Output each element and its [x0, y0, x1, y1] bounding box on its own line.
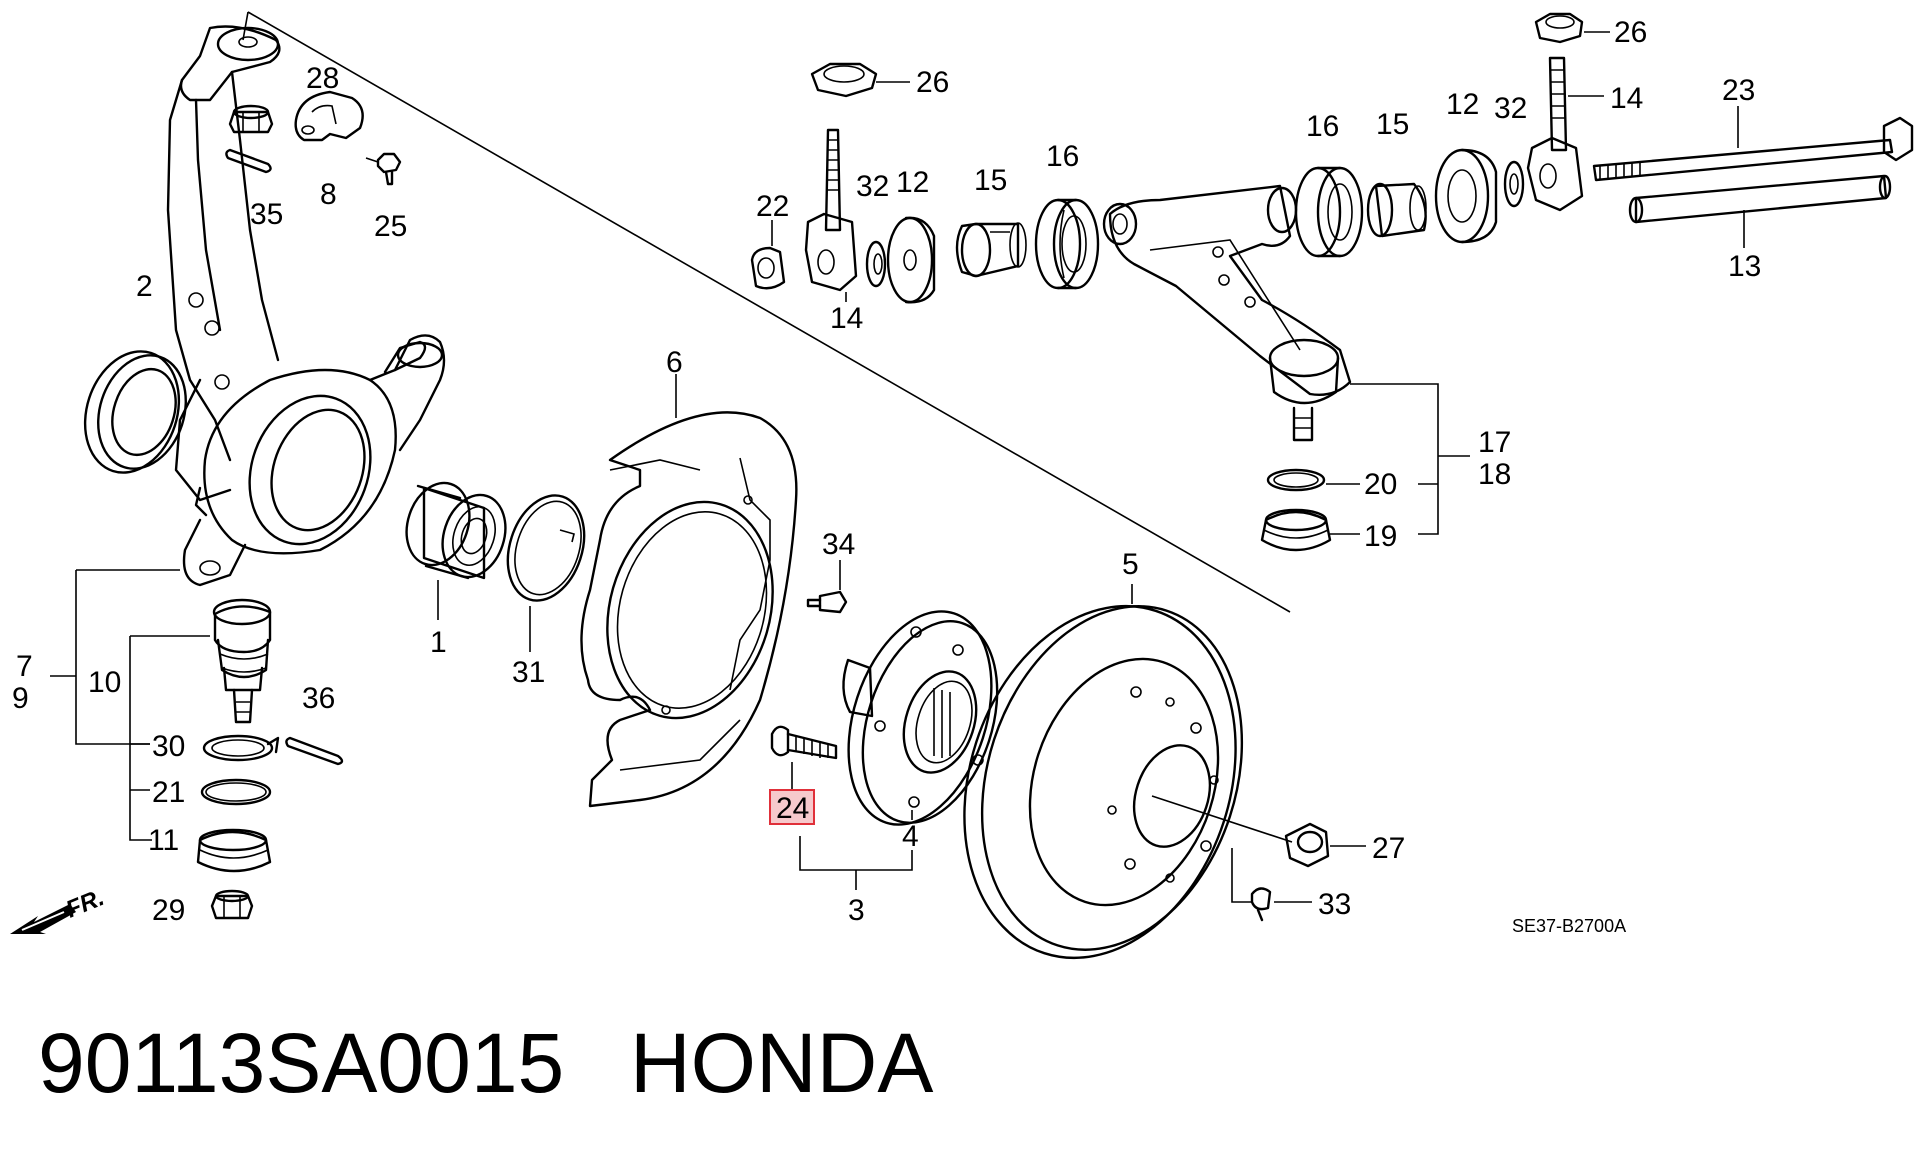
- callout-16b[interactable]: 16: [1306, 110, 1339, 143]
- cotter-pin-35: [225, 148, 272, 174]
- callout-10[interactable]: 10: [88, 666, 121, 699]
- callout-labels: 1 2 3 4 5 6 7 8 9 10 11 12 12 13 14 14 1…: [12, 16, 1761, 927]
- callout-17[interactable]: 17: [1478, 426, 1511, 459]
- callout-6[interactable]: 6: [666, 346, 683, 379]
- callout-14b[interactable]: 14: [1610, 82, 1643, 115]
- callout-11[interactable]: 11: [148, 824, 179, 857]
- snap-ring-21: [200, 778, 272, 806]
- nut-26-right: [1534, 12, 1610, 44]
- bolt-23: [1592, 106, 1914, 182]
- bushing-12-mid: [886, 216, 936, 304]
- callout-28[interactable]: 28: [306, 62, 339, 95]
- callout-26b[interactable]: 26: [1614, 16, 1647, 49]
- callout-15a[interactable]: 15: [974, 164, 1007, 197]
- wheel-nut-27: [1284, 822, 1366, 868]
- callout-25[interactable]: 25: [374, 210, 407, 243]
- callout-20[interactable]: 20: [1364, 468, 1397, 501]
- cotter-pin-36: [285, 736, 344, 766]
- leader-27-line: [1151, 795, 1293, 843]
- callout-34[interactable]: 34: [822, 528, 855, 561]
- callout-29[interactable]: 29: [152, 894, 185, 927]
- front-arrow-icon: [10, 904, 76, 934]
- screw-33: [1231, 848, 1312, 922]
- assembly-guide-line: [242, 11, 1291, 613]
- part-number-title: 90113SA0015: [38, 1016, 564, 1110]
- stud-bolt-14-right: [1526, 56, 1604, 212]
- leader-7-9: [50, 569, 180, 745]
- callout-3[interactable]: 3: [848, 894, 865, 927]
- callout-16a[interactable]: 16: [1046, 140, 1079, 173]
- callout-27[interactable]: 27: [1372, 832, 1405, 865]
- dust-seal: [83, 350, 187, 474]
- callout-33[interactable]: 33: [1318, 888, 1351, 921]
- callout-22[interactable]: 22: [756, 190, 789, 223]
- callout-19[interactable]: 19: [1364, 520, 1397, 553]
- nut-22: [750, 220, 786, 290]
- leader-10: [129, 635, 210, 841]
- castle-nut-28: [228, 104, 274, 134]
- callout-4[interactable]: 4: [902, 820, 919, 853]
- callout-36[interactable]: 36: [302, 682, 335, 715]
- washer-32-right: [1503, 160, 1525, 208]
- leader-17-18: [1350, 383, 1470, 535]
- callout-9[interactable]: 9: [12, 682, 29, 715]
- bushing-15-right: [1366, 182, 1427, 238]
- bushing-12-right: [1434, 148, 1498, 244]
- callout-23[interactable]: 23: [1722, 74, 1755, 107]
- lower-ball-joint: [212, 598, 272, 724]
- callout-13[interactable]: 13: [1728, 250, 1761, 283]
- bushing-16-mid: [1034, 198, 1100, 290]
- callout-8[interactable]: 8: [320, 178, 337, 211]
- highlight-box: [769, 789, 815, 825]
- brake-disc: [963, 584, 1293, 960]
- collar-13: [1628, 174, 1892, 248]
- snap-ring-31: [506, 494, 586, 652]
- splash-shield: [580, 374, 798, 808]
- callout-32b[interactable]: 32: [1494, 92, 1527, 125]
- stud-bolt-14-mid: [804, 128, 858, 302]
- bushing-15-mid: [955, 222, 1027, 278]
- callout-18[interactable]: 18: [1478, 458, 1511, 491]
- washer-32-mid: [865, 240, 887, 288]
- bracket-8: [294, 90, 364, 142]
- bolt-25: [365, 152, 402, 186]
- callout-7[interactable]: 7: [16, 650, 33, 683]
- callout-12a[interactable]: 12: [896, 166, 929, 199]
- callout-5[interactable]: 5: [1122, 548, 1139, 581]
- boot-11: [196, 828, 272, 873]
- castle-nut-29: [210, 889, 254, 920]
- upper-control-arm: [1102, 184, 1352, 442]
- callout-32a[interactable]: 32: [856, 170, 889, 203]
- wheel-hub: [842, 610, 999, 826]
- callout-26a[interactable]: 26: [916, 66, 949, 99]
- callout-35[interactable]: 35: [250, 198, 283, 231]
- bolt-34: [806, 560, 848, 614]
- callout-12b[interactable]: 12: [1446, 88, 1479, 121]
- steering-knuckle: [166, 25, 446, 587]
- diagram-code: SE37-B2700A: [1512, 916, 1626, 936]
- front-indicator-label: FR.: [62, 884, 108, 924]
- leader-3: [799, 836, 913, 890]
- callout-15b[interactable]: 15: [1376, 108, 1409, 141]
- leader-33: [1231, 848, 1312, 903]
- wheel-bearing: [405, 481, 507, 620]
- nut-26-mid: [810, 62, 910, 98]
- callout-14a[interactable]: 14: [830, 302, 863, 335]
- callout-2[interactable]: 2: [136, 270, 153, 303]
- snap-ring-20: [1266, 468, 1360, 492]
- brand-title: HONDA: [630, 1016, 933, 1110]
- callout-24[interactable]: 24: [776, 792, 809, 825]
- bushing-16-right: [1294, 166, 1364, 258]
- callout-21[interactable]: 21: [152, 776, 185, 809]
- hub-bolt-24: [770, 725, 838, 790]
- callout-1[interactable]: 1: [430, 626, 447, 659]
- clip-30: [202, 734, 280, 762]
- callout-30[interactable]: 30: [152, 730, 185, 763]
- callout-31[interactable]: 31: [512, 656, 545, 689]
- boot-19: [1260, 508, 1360, 552]
